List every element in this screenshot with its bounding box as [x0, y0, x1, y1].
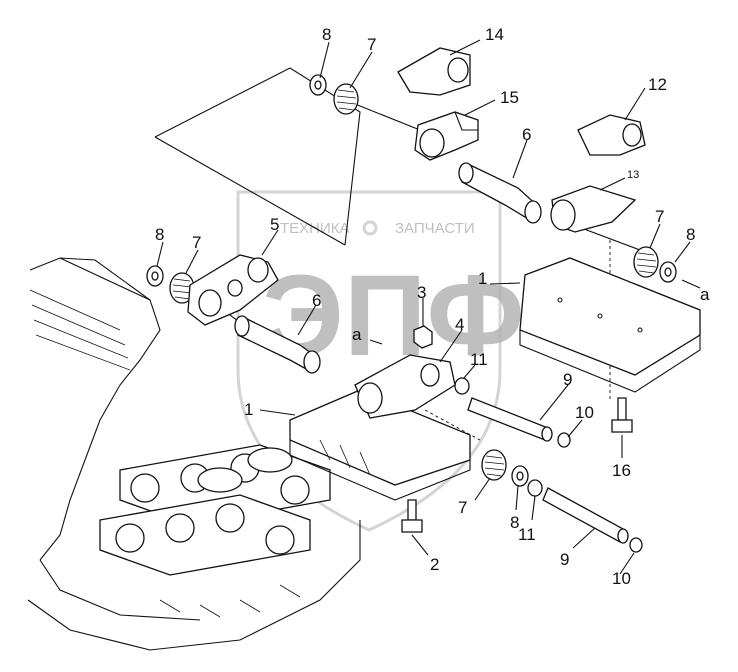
- part-7-seal-bottom: [481, 449, 507, 481]
- callout-5: 5: [270, 215, 279, 234]
- callout-1-right: 1: [478, 269, 487, 288]
- callout-8-right: 8: [686, 225, 695, 244]
- part-11-plug-top: [454, 377, 470, 395]
- watermark-text-right: ЗАПЧАСТИ: [395, 220, 475, 237]
- callout-6-middle: 6: [312, 291, 321, 310]
- callout-15: 15: [500, 88, 519, 107]
- part-1-shoe-right: [519, 257, 701, 393]
- callout-14: 14: [485, 25, 504, 44]
- part-6-pin-middle: [234, 315, 321, 374]
- callout-4: 4: [455, 315, 464, 334]
- callout-7-top: 7: [367, 35, 376, 54]
- callout-11-top: 11: [470, 350, 488, 369]
- part-9-pin-bottom: [542, 487, 629, 544]
- callout-11-bottom: 11: [518, 525, 536, 544]
- part-8-collar-right: [659, 261, 677, 283]
- callout-9-bottom: 9: [560, 550, 569, 569]
- part-8-collar-top: [309, 74, 327, 96]
- callout-16: 16: [612, 461, 631, 480]
- callout-10-bottom: 10: [612, 569, 631, 588]
- part-10-cap-bottom: [629, 537, 643, 553]
- part-7-seal-left: [169, 272, 195, 304]
- part-13-link: [550, 185, 637, 233]
- callout-7-bottom: 7: [458, 498, 467, 517]
- callout-7-right: 7: [655, 207, 664, 226]
- callout-13: 13: [627, 169, 639, 181]
- part-3-nut: [413, 325, 433, 349]
- part-2-bolt: [401, 499, 423, 533]
- callout-1-left: 1: [244, 400, 253, 419]
- callout-7-left: 7: [192, 233, 201, 252]
- callout-10-top: 10: [575, 403, 594, 422]
- leader-lines: [156, 39, 701, 575]
- ref-a-left: a: [352, 325, 362, 344]
- part-8-collar-left: [146, 265, 164, 287]
- watermark-text-left: ТЕХНИКА: [280, 220, 350, 237]
- part-8-collar-bottom: [511, 465, 529, 487]
- part-14-link-end: [397, 47, 471, 96]
- part-11-plug-bottom: [527, 479, 543, 497]
- callout-3: 3: [417, 283, 426, 302]
- track-assembly: [27, 257, 361, 651]
- callouts: 8 7 14 15 12 6 13 7 8 a 8 7 5 6 1 3 4 a …: [155, 25, 710, 588]
- part-10-cap-top: [557, 432, 571, 448]
- gear-icon: [362, 220, 378, 236]
- part-15-link: [414, 111, 479, 161]
- callout-12: 12: [648, 75, 667, 94]
- ref-a-right: a: [700, 285, 710, 304]
- part-7-seal-right: [633, 246, 659, 278]
- part-5-link: [187, 254, 279, 326]
- part-6-pin-top: [458, 162, 542, 224]
- callout-8-top: 8: [322, 25, 331, 44]
- part-16-bolt: [611, 397, 633, 433]
- part-7-seal-top: [333, 83, 359, 115]
- callout-9-top: 9: [563, 370, 572, 389]
- callout-2: 2: [430, 555, 439, 574]
- callout-8-bottom: 8: [510, 513, 519, 532]
- part-12-link-end: [577, 114, 646, 156]
- part-9-pin-top: [467, 397, 553, 442]
- callout-6-top: 6: [522, 125, 531, 144]
- callout-8-left: 8: [155, 225, 164, 244]
